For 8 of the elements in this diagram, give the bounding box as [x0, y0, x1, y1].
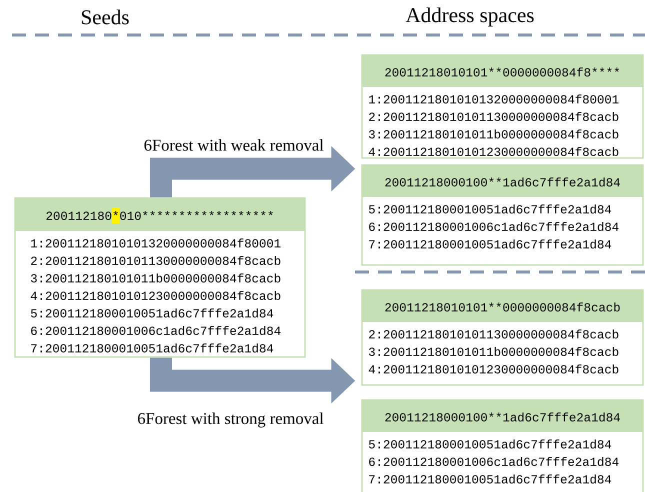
column-heading: Seeds: [82, 10, 129, 24]
edge-label: 6Forest with strong removal: [138, 412, 324, 428]
address-box: 20011218010101**0000000084f8**** 1:20011218010101320000000084f80001 2:20011218010101130000000084f8cacb 3:200112180101011b0000000084f8cacb 4:20011218010101230000000084f8cacb: [361, 54, 644, 159]
address-box: 20011218010101**0000000084f8cacb 2:20011218010101130000000084f8cacb 3:200112180101011b0000000084f8cacb 4:20011218010101230000000084f8cacb: [361, 289, 644, 386]
edge-label: 6Forest with weak removal: [144, 139, 324, 151]
column-heading: Address spaces: [406, 7, 534, 26]
address-box: 20011218000100**1ad6c7fffe2a1d84 5:2001121800010051ad6c7fffe2a1d84 6:200112180001006c1ad6c7fffe2a1d84 7:2001121800010051ad6c7fffe2a1d84: [361, 399, 644, 492]
address-box: 20011218000100**1ad6c7fffe2a1d84 5:2001121800010051ad6c7fffe2a1d84 6:200112180001006c1ad6c7fffe2a1d84 7:2001121800010051ad6c7fffe2a1d84: [361, 164, 644, 266]
